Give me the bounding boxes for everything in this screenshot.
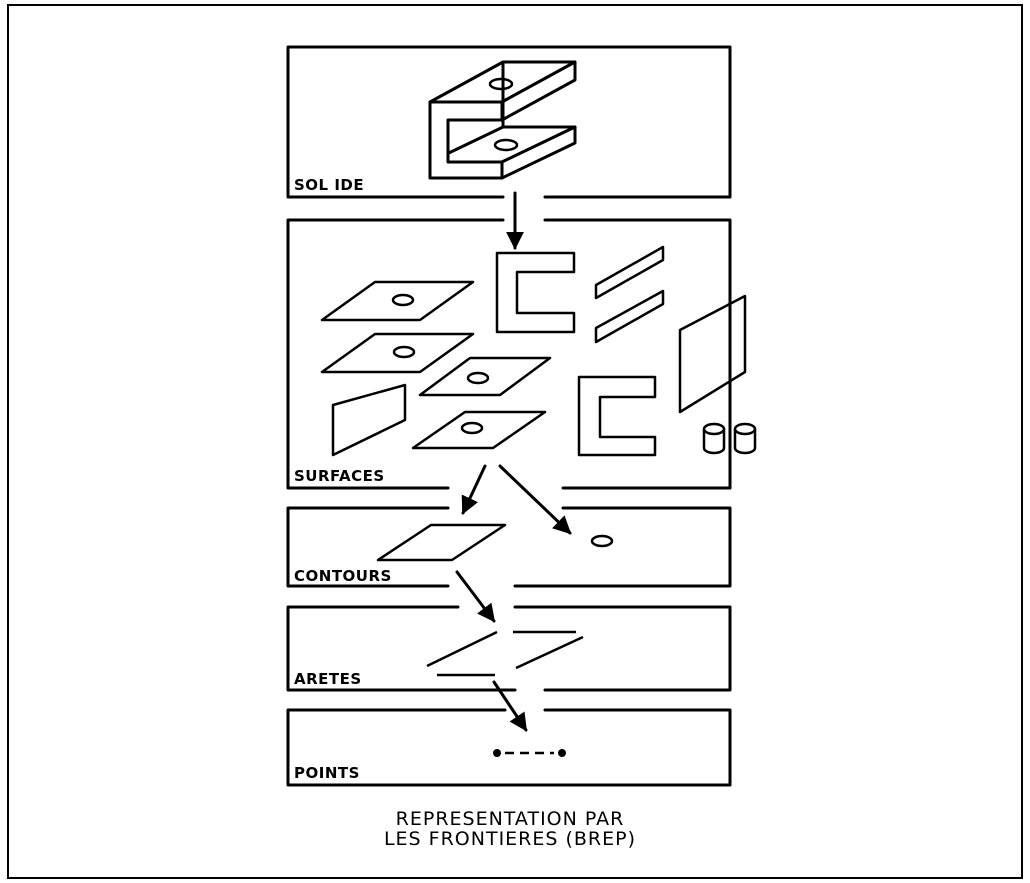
contour-outline-icon [376,523,507,562]
cylinder-hole-2-icon [733,422,757,455]
panel-surfaces: SURFACES [286,218,757,490]
arrow-contours-to-aretes [455,570,496,623]
label-surfaces: SURFACES [294,467,385,485]
face-plate-2-icon [320,332,475,374]
panel-points: POINTS [286,708,732,787]
back-face-icon [678,294,747,414]
face-plate-3-icon [418,356,552,397]
c-face-top-icon [495,251,576,334]
caption-line-2: LES FRONTIERES (BREP) [384,828,636,850]
arrow-surfaces-to-hole [498,464,572,535]
edge-3-icon [515,635,584,670]
thin-face-2-icon [594,289,665,344]
thin-face-1-icon [594,245,665,300]
c-shaped-solid-icon [428,60,577,180]
vertex-1-icon [493,749,501,757]
caption-line-1: REPRESENTATION PAR [396,808,625,830]
arrow-aretes-to-points [492,680,528,732]
panel-solide: SOL IDE [286,45,732,199]
panel-contours: CONTOURS [286,506,732,588]
vertex-2-icon [558,749,566,757]
c-face-bottom-icon [577,375,657,457]
panel-aretes: ARETES [286,605,732,692]
face-plate-4-icon [411,410,547,450]
label-contours: CONTOURS [294,567,392,585]
contour-hole-icon [590,534,614,548]
label-aretes: ARETES [294,670,362,688]
arrow-surfaces-to-contour [461,464,487,515]
edge-2-icon [426,630,498,668]
label-solide: SOL IDE [294,176,364,194]
side-face-small-icon [331,383,407,457]
label-points: POINTS [294,764,360,782]
face-plate-1-icon [320,280,475,322]
cylinder-hole-1-icon [702,422,726,455]
figure-frame [7,4,1023,879]
